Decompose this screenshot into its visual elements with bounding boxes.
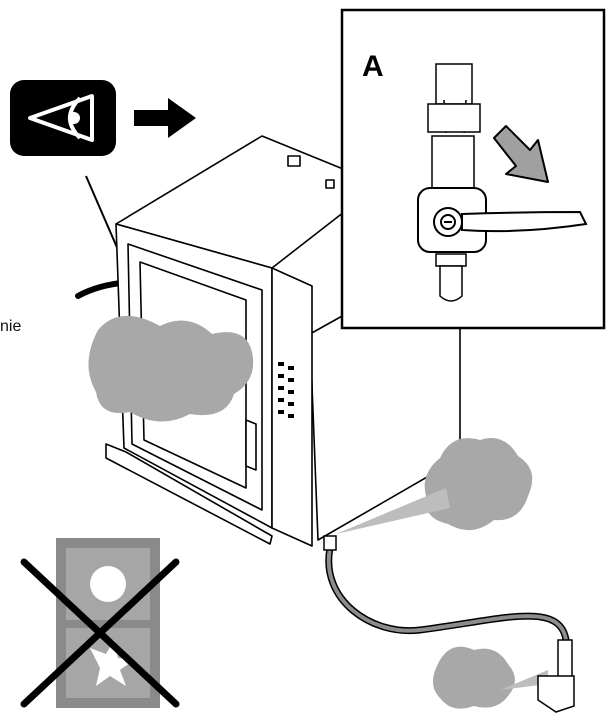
eye-icon bbox=[10, 80, 116, 156]
inset-label: A bbox=[362, 50, 384, 83]
gas-cloud-right bbox=[336, 438, 533, 534]
hose-nozzle bbox=[537, 639, 575, 713]
gas-cloud-bottom bbox=[433, 646, 548, 709]
text-fragment: nie bbox=[0, 318, 22, 335]
gas-cloud-front bbox=[88, 315, 254, 422]
inset-valve-detail bbox=[340, 8, 606, 330]
control-panel-buttons bbox=[278, 362, 294, 418]
diagonal-down-right-arrow-icon bbox=[493, 125, 549, 183]
hose-connector-top bbox=[323, 535, 337, 551]
no-flame-no-spark-crossed-icon bbox=[20, 538, 180, 708]
right-arrow-icon bbox=[134, 98, 196, 138]
